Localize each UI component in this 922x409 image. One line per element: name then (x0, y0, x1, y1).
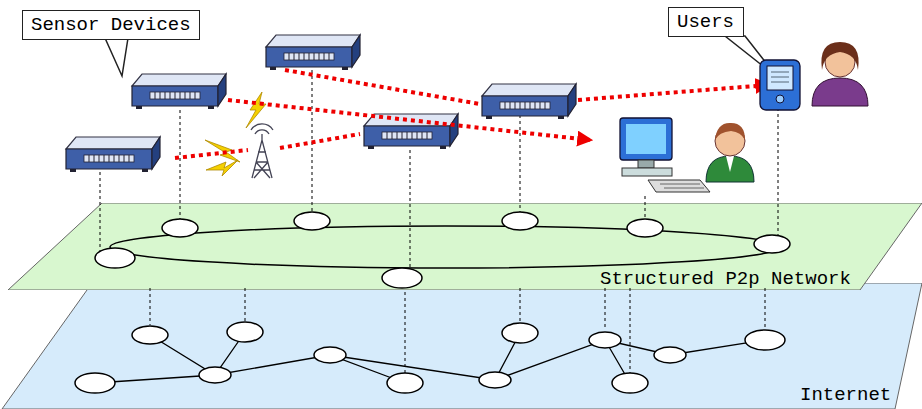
internet-links (95, 332, 765, 383)
layer-label: Internet (800, 385, 891, 405)
layer-label: Structured P2p Network (600, 269, 851, 289)
sensor-device (482, 84, 576, 119)
user-person (812, 42, 868, 106)
user-person (706, 123, 754, 182)
callout-pointer (105, 38, 128, 76)
sensor-device (132, 74, 226, 109)
sensor-device (66, 137, 160, 172)
callout-box: Sensor Devices (22, 10, 200, 40)
lightning-bolt (205, 92, 266, 176)
p2p-nodes (95, 212, 790, 288)
band-shape (0, 283, 922, 409)
internet-band: Internet (0, 283, 922, 409)
data-flow (175, 70, 768, 158)
desktop-computer (620, 118, 710, 192)
radio-tower (251, 124, 273, 178)
callout-text: Users (677, 11, 734, 33)
pda-device (760, 60, 800, 110)
callout-box: Users (668, 7, 744, 37)
dashed-links (100, 70, 778, 373)
internet-nodes (75, 322, 785, 393)
p2p-ring (110, 226, 780, 268)
callout-text: Sensor Devices (31, 14, 191, 36)
sensor-device (266, 35, 360, 70)
